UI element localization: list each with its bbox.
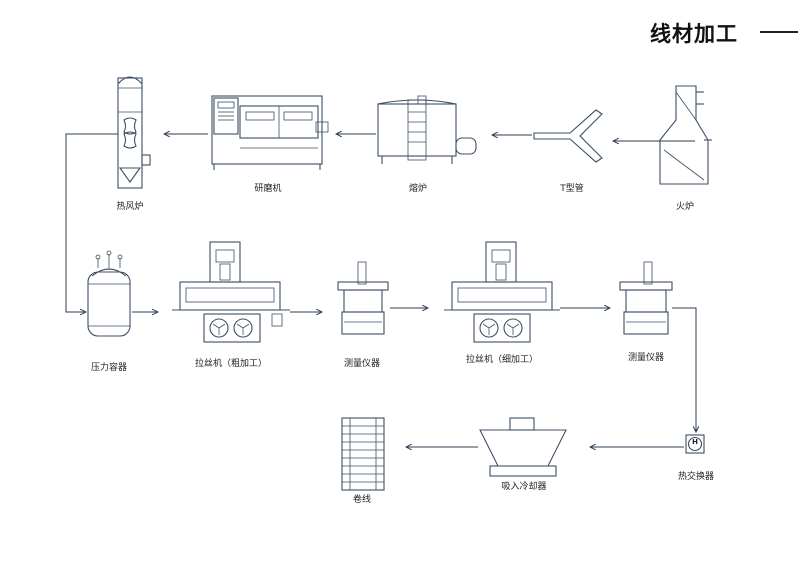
fire-furnace-equipment xyxy=(659,85,712,185)
label-pressure-vessel: 压力容器 xyxy=(90,363,128,373)
drawing-machine-1-equipment xyxy=(172,241,290,343)
drawing-machine-2-equipment xyxy=(444,241,560,343)
label-heat-exchanger: 热交换器 xyxy=(677,472,715,482)
label-melting-furnace: 熔炉 xyxy=(408,184,428,194)
coil-equipment xyxy=(341,417,385,491)
cooling-unit-equipment xyxy=(479,417,567,477)
label-coil: 卷线 xyxy=(352,495,372,505)
rolling-mill-equipment xyxy=(211,95,329,170)
pressure-vessel-equipment xyxy=(87,250,131,337)
label-gauge-1: 测量仪器 xyxy=(343,359,381,369)
label-t-pipe: T型管 xyxy=(560,184,584,194)
title-rule xyxy=(760,31,798,33)
label-hot-stove: 热风炉 xyxy=(116,202,144,212)
heat-exchanger-equipment xyxy=(685,434,705,454)
t-pipe-equipment xyxy=(533,109,603,163)
diagram-title: 线材加工 xyxy=(650,22,738,46)
label-rolling-mill: 研磨机 xyxy=(254,184,282,194)
gauge-1-equipment xyxy=(337,261,389,335)
heat-exchanger-symbol: H xyxy=(692,438,698,446)
label-fire-furnace: 火炉 xyxy=(675,202,695,212)
hot-stove-equipment xyxy=(117,76,151,189)
label-drawing-machine-2: 拉丝机（细加工） xyxy=(465,355,539,365)
label-gauge-2: 测量仪器 xyxy=(627,353,665,363)
label-cooling-unit: 吸入冷却器 xyxy=(501,482,547,492)
label-drawing-machine-1: 拉丝机（粗加工） xyxy=(194,359,268,369)
flow-arrows xyxy=(65,134,696,447)
gauge-2-equipment xyxy=(619,261,673,335)
melting-furnace-equipment xyxy=(377,95,477,164)
